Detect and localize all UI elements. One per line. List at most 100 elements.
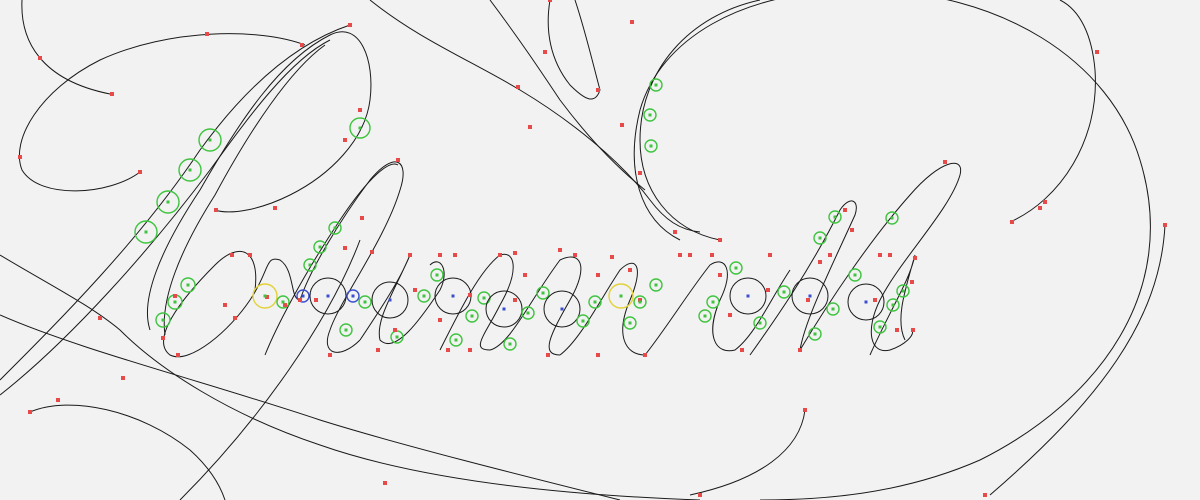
guide-center-point[interactable] (878, 325, 882, 329)
anchor-point[interactable] (638, 298, 642, 302)
guide-circle[interactable] (633, 295, 647, 309)
guide-circle[interactable] (729, 277, 767, 315)
guide-center-point[interactable] (482, 296, 486, 300)
guide-center-point[interactable] (301, 294, 305, 298)
guide-center-point[interactable] (388, 298, 392, 302)
guide-center-point[interactable] (703, 314, 707, 318)
guide-circle[interactable] (826, 302, 840, 316)
anchor-point[interactable] (38, 56, 42, 60)
guide-circle[interactable] (643, 108, 657, 122)
anchor-point[interactable] (768, 253, 772, 257)
guide-center-point[interactable] (144, 230, 148, 234)
anchor-point[interactable] (913, 256, 917, 260)
anchor-point[interactable] (438, 253, 442, 257)
anchor-point[interactable] (596, 88, 600, 92)
anchor-point[interactable] (110, 92, 114, 96)
swash-top-center-2[interactable] (489, 0, 646, 191)
anchor-point[interactable] (138, 170, 142, 174)
guide-circle[interactable] (252, 283, 278, 309)
anchor-point[interactable] (121, 376, 125, 380)
guide-center-point[interactable] (638, 300, 642, 304)
guide-center-point[interactable] (318, 245, 322, 249)
anchor-point[interactable] (28, 410, 32, 414)
guide-circle[interactable] (296, 289, 310, 303)
guide-center-point[interactable] (648, 113, 652, 117)
swash-bottom-right[interactable] (689, 409, 806, 496)
guide-center-point[interactable] (649, 144, 653, 148)
anchor-point[interactable] (298, 298, 302, 302)
guide-circle[interactable] (349, 117, 371, 139)
guide-circle[interactable] (873, 320, 887, 334)
anchor-point[interactable] (468, 348, 472, 352)
anchor-point[interactable] (710, 253, 714, 257)
letter-o[interactable] (163, 250, 301, 358)
guide-circle[interactable] (417, 289, 431, 303)
anchor-point[interactable] (843, 208, 847, 212)
guide-center-point[interactable] (890, 216, 894, 220)
swash-left-hook[interactable] (18, 33, 306, 192)
guide-center-point[interactable] (281, 300, 285, 304)
guide-circle[interactable] (521, 306, 535, 320)
anchor-point[interactable] (214, 208, 218, 212)
letter-h[interactable] (799, 162, 962, 352)
anchor-point[interactable] (740, 348, 744, 352)
guide-circle[interactable] (358, 295, 372, 309)
guide-center-point[interactable] (833, 215, 837, 219)
guide-center-point[interactable] (526, 311, 530, 315)
guide-circle[interactable] (313, 240, 327, 254)
anchor-point[interactable] (343, 138, 347, 142)
anchor-point[interactable] (548, 0, 552, 2)
anchor-point[interactable] (718, 238, 722, 242)
swash-right-outer-arc[interactable] (633, 0, 1151, 500)
guide-circle[interactable] (644, 139, 658, 153)
guide-center-point[interactable] (208, 138, 212, 142)
guide-center-point[interactable] (864, 300, 868, 304)
guide-circle[interactable] (156, 190, 180, 214)
anchor-point[interactable] (678, 253, 682, 257)
guide-circle[interactable] (729, 261, 743, 275)
anchor-point[interactable] (408, 253, 412, 257)
guide-center-point[interactable] (263, 294, 267, 298)
guide-center-point[interactable] (470, 314, 474, 318)
guide-center-point[interactable] (363, 300, 367, 304)
anchor-point[interactable] (828, 253, 832, 257)
anchor-point[interactable] (383, 481, 387, 485)
guide-center-point[interactable] (422, 294, 426, 298)
letter-P-stem-inner[interactable] (163, 44, 326, 336)
anchor-point[interactable] (513, 298, 517, 302)
anchor-point[interactable] (516, 85, 520, 89)
anchor-point[interactable] (300, 43, 304, 47)
guide-circle[interactable] (346, 289, 360, 303)
anchor-point[interactable] (895, 328, 899, 332)
swash-top-left-loop[interactable] (21, 0, 111, 95)
anchor-point[interactable] (1163, 223, 1167, 227)
guide-center-point[interactable] (711, 300, 715, 304)
swash-left-diagonal-2[interactable] (0, 39, 331, 396)
anchor-point[interactable] (230, 253, 234, 257)
guide-circle[interactable] (848, 268, 862, 282)
guide-center-point[interactable] (395, 335, 399, 339)
anchor-point[interactable] (468, 293, 472, 297)
anchor-point[interactable] (513, 251, 517, 255)
guide-circle[interactable] (791, 277, 829, 315)
guide-circle[interactable] (576, 314, 590, 328)
anchor-point[interactable] (620, 123, 624, 127)
guide-circle[interactable] (777, 285, 791, 299)
guide-center-point[interactable] (541, 291, 545, 295)
guide-circle[interactable] (896, 284, 910, 298)
anchor-point[interactable] (233, 316, 237, 320)
swash-left-wave[interactable] (0, 254, 701, 500)
anchor-point[interactable] (698, 493, 702, 497)
anchor-point[interactable] (878, 253, 882, 257)
letter-a[interactable] (644, 261, 791, 356)
anchor-point[interactable] (728, 313, 732, 317)
anchor-point[interactable] (360, 216, 364, 220)
guide-center-point[interactable] (853, 273, 857, 277)
anchor-point[interactable] (673, 230, 677, 234)
guide-circle[interactable] (536, 286, 550, 300)
anchor-point[interactable] (56, 398, 60, 402)
swash-right-large-loop[interactable] (639, 0, 761, 241)
swash-bottom-left[interactable] (29, 404, 226, 500)
anchor-point[interactable] (498, 253, 502, 257)
guide-center-point[interactable] (782, 290, 786, 294)
